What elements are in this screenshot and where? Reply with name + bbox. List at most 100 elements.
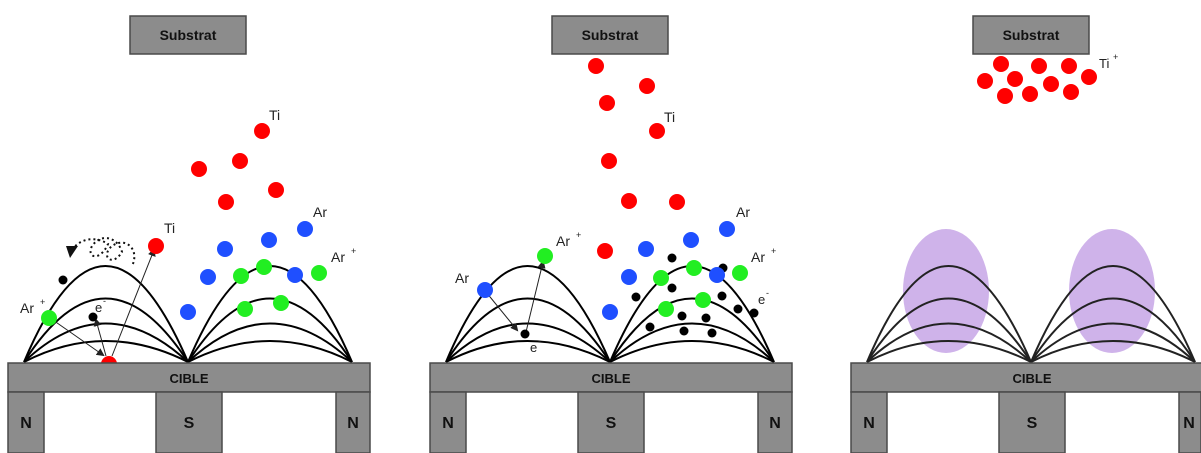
magnet-label: S	[606, 415, 617, 432]
ti-particle	[597, 243, 613, 259]
substrate-label: Substrat	[160, 27, 217, 43]
ar-particle	[709, 267, 725, 283]
ti-ion-particle	[1031, 58, 1047, 74]
substrate-label: Substrat	[1003, 27, 1060, 43]
ion-arrow	[525, 260, 546, 333]
label-ti-mid: Ti	[164, 220, 175, 236]
magnet-label: N	[769, 415, 781, 432]
ar-particle	[287, 267, 303, 283]
electron-dot	[707, 328, 717, 338]
electron-dot	[701, 313, 711, 323]
ti-particle	[601, 153, 617, 169]
ar-ion-particle	[273, 295, 289, 311]
ti-ion-particle	[1081, 69, 1097, 85]
electron-dot	[667, 253, 677, 263]
magnet-label: S	[1027, 415, 1038, 432]
ar-ion-particle	[695, 292, 711, 308]
magnet-label: N	[347, 415, 359, 432]
ti-particle	[148, 238, 164, 254]
ti-ion-particle	[1063, 84, 1079, 100]
ionization-arrow	[485, 291, 519, 332]
substrate-box: Substrat	[129, 15, 247, 55]
ti-ion-particle	[993, 56, 1009, 72]
label-ti: Ti	[664, 109, 675, 125]
label-ar-ion-right: Ar	[751, 249, 765, 265]
electron-dot	[667, 283, 677, 293]
ti-ion-particle	[1061, 58, 1077, 74]
trajectory-arrow-icon	[66, 246, 78, 258]
panel-1: Substrat	[7, 15, 371, 453]
label-ar-ion-sup: +	[351, 246, 356, 256]
ar-particle	[621, 269, 637, 285]
label-ar: Ar	[736, 204, 750, 220]
label-ti-ion-sup: +	[1113, 52, 1118, 62]
substrate-box: Substrat	[972, 15, 1090, 55]
ar-particle	[602, 304, 618, 320]
ar-particle	[180, 304, 196, 320]
ar-particle	[638, 241, 654, 257]
electron-dot	[679, 326, 689, 336]
magnet-n-left: N	[7, 391, 45, 453]
magnet-label: N	[1183, 415, 1195, 432]
ar-ion-particle	[41, 310, 57, 326]
ti-ion-particle	[1022, 86, 1038, 102]
magnet-label: S	[184, 415, 195, 432]
label-ar: Ar	[313, 204, 327, 220]
ar-ion-to-target-arrow	[49, 317, 105, 357]
magnet-s-center: S	[155, 391, 223, 453]
ar-particle	[719, 221, 735, 237]
electron-dot	[58, 275, 68, 285]
ar-particle	[683, 232, 699, 248]
electron-dot	[520, 329, 530, 339]
magnet-n-left: N	[850, 391, 888, 453]
ti-particle	[254, 123, 270, 139]
electron-dot	[733, 304, 743, 314]
label-ti-ion: Ti	[1099, 56, 1109, 71]
label-ar-ion-sup: +	[576, 230, 581, 240]
electron-dot	[88, 312, 98, 322]
label-electron-sup: -	[103, 296, 106, 306]
ti-particle	[232, 153, 248, 169]
ti-particle	[639, 78, 655, 94]
ti-particle	[669, 194, 685, 210]
label-electron-right: e	[758, 292, 765, 307]
ti-ejection-arrow	[111, 248, 156, 357]
plasma-region-right	[1069, 229, 1155, 353]
magnet-n-right: N	[335, 391, 371, 453]
ti-particle	[268, 182, 284, 198]
electron-emission-arrow	[93, 318, 107, 357]
label-ar-ion: Ar	[556, 233, 570, 249]
label-ar-ion-right-sup: +	[771, 246, 776, 256]
target-plate: CIBLE	[429, 362, 793, 393]
ti-particle	[588, 58, 604, 74]
ar-ion-particle	[237, 301, 253, 317]
electron-dot	[677, 311, 687, 321]
label-electron-right-sup: -	[766, 288, 769, 298]
substrate-label: Substrat	[582, 27, 639, 43]
substrate-box: Substrat	[551, 15, 669, 55]
label-electron: e	[95, 300, 102, 315]
ar-ion-particle	[732, 265, 748, 281]
electron-dot	[717, 291, 727, 301]
target-label: CIBLE	[170, 371, 209, 386]
ar-ion-particle	[311, 265, 327, 281]
ti-particle	[621, 193, 637, 209]
ti-ion-particle	[1043, 76, 1059, 92]
ti-ion-particle	[997, 88, 1013, 104]
ti-particle	[599, 95, 615, 111]
target-label: CIBLE	[1013, 371, 1052, 386]
magnetic-field-lines	[445, 265, 775, 363]
label-ar-left: Ar	[455, 270, 469, 286]
ti-particle	[218, 194, 234, 210]
electron-dot	[631, 292, 641, 302]
ar-ion-particle	[686, 260, 702, 276]
magnet-s-center: S	[998, 391, 1066, 453]
label-ar-ion-left: Ar	[20, 300, 34, 316]
target-label: CIBLE	[592, 371, 631, 386]
ti-ion-particle	[977, 73, 993, 89]
magnet-n-right: N	[757, 391, 793, 453]
magnetic-field-lines	[866, 265, 1196, 363]
magnet-label: N	[442, 415, 454, 432]
label-electron: e	[530, 340, 537, 355]
electron-dot	[749, 308, 759, 318]
